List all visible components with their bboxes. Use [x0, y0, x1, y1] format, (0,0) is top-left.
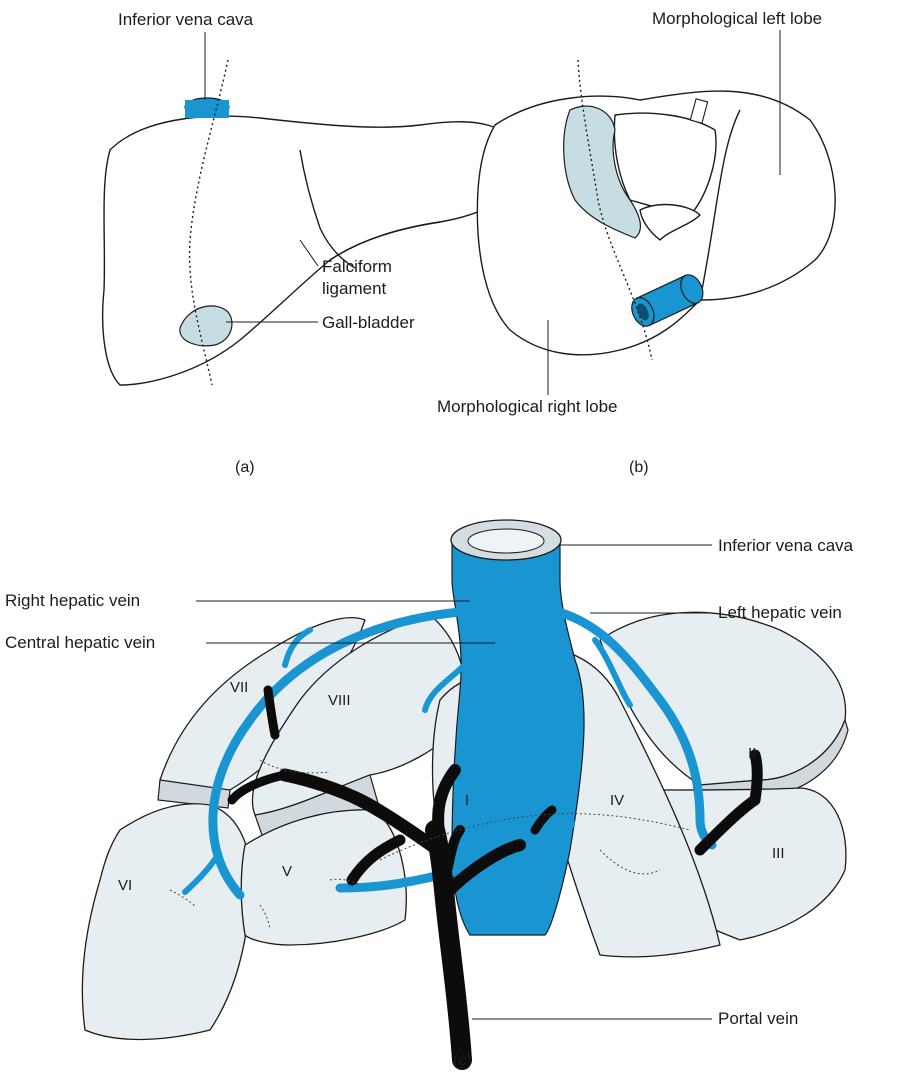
- panel-c-caption: (c): [453, 1052, 472, 1069]
- left-lobe-label: Morphological left lobe: [652, 9, 822, 28]
- right-lobe-label: Morphological right lobe: [437, 397, 618, 416]
- segment-label-ii: II: [748, 745, 756, 762]
- right-hv-label: Right hepatic vein: [5, 591, 140, 610]
- liver-anterior-outline: [103, 116, 520, 385]
- falciform-label-1: Falciform: [322, 257, 392, 276]
- panel-a-caption: (a): [235, 459, 255, 476]
- segment-label-vi: VI: [118, 877, 132, 894]
- portal-label: Portal vein: [718, 1009, 798, 1028]
- segment-label-vii: VII: [230, 679, 248, 696]
- gall-bladder-label: Gall-bladder: [322, 313, 415, 332]
- ivc-lumen: [468, 529, 544, 553]
- segment-label-viii: VIII: [328, 692, 351, 709]
- panel-c: VII VIII I IV II III V VI Inferior vena …: [5, 520, 854, 1069]
- panel-b-caption: (b): [629, 459, 649, 476]
- central-hv-label: Central hepatic vein: [5, 633, 155, 652]
- segment-label-i: I: [465, 792, 469, 809]
- segment-label-iii: III: [772, 845, 785, 862]
- ivc-label-c: Inferior vena cava: [718, 536, 854, 555]
- left-hv-label: Left hepatic vein: [718, 603, 842, 622]
- panel-b: Morphological left lobe Morphological ri…: [437, 9, 835, 476]
- segment-label-iv: IV: [610, 792, 624, 809]
- ivc-body-a: [185, 100, 229, 118]
- falciform-label-2: ligament: [322, 279, 387, 298]
- segment-label-v: V: [282, 863, 292, 880]
- segment-vi: [82, 804, 251, 1040]
- ivc-label-a: Inferior vena cava: [118, 10, 254, 29]
